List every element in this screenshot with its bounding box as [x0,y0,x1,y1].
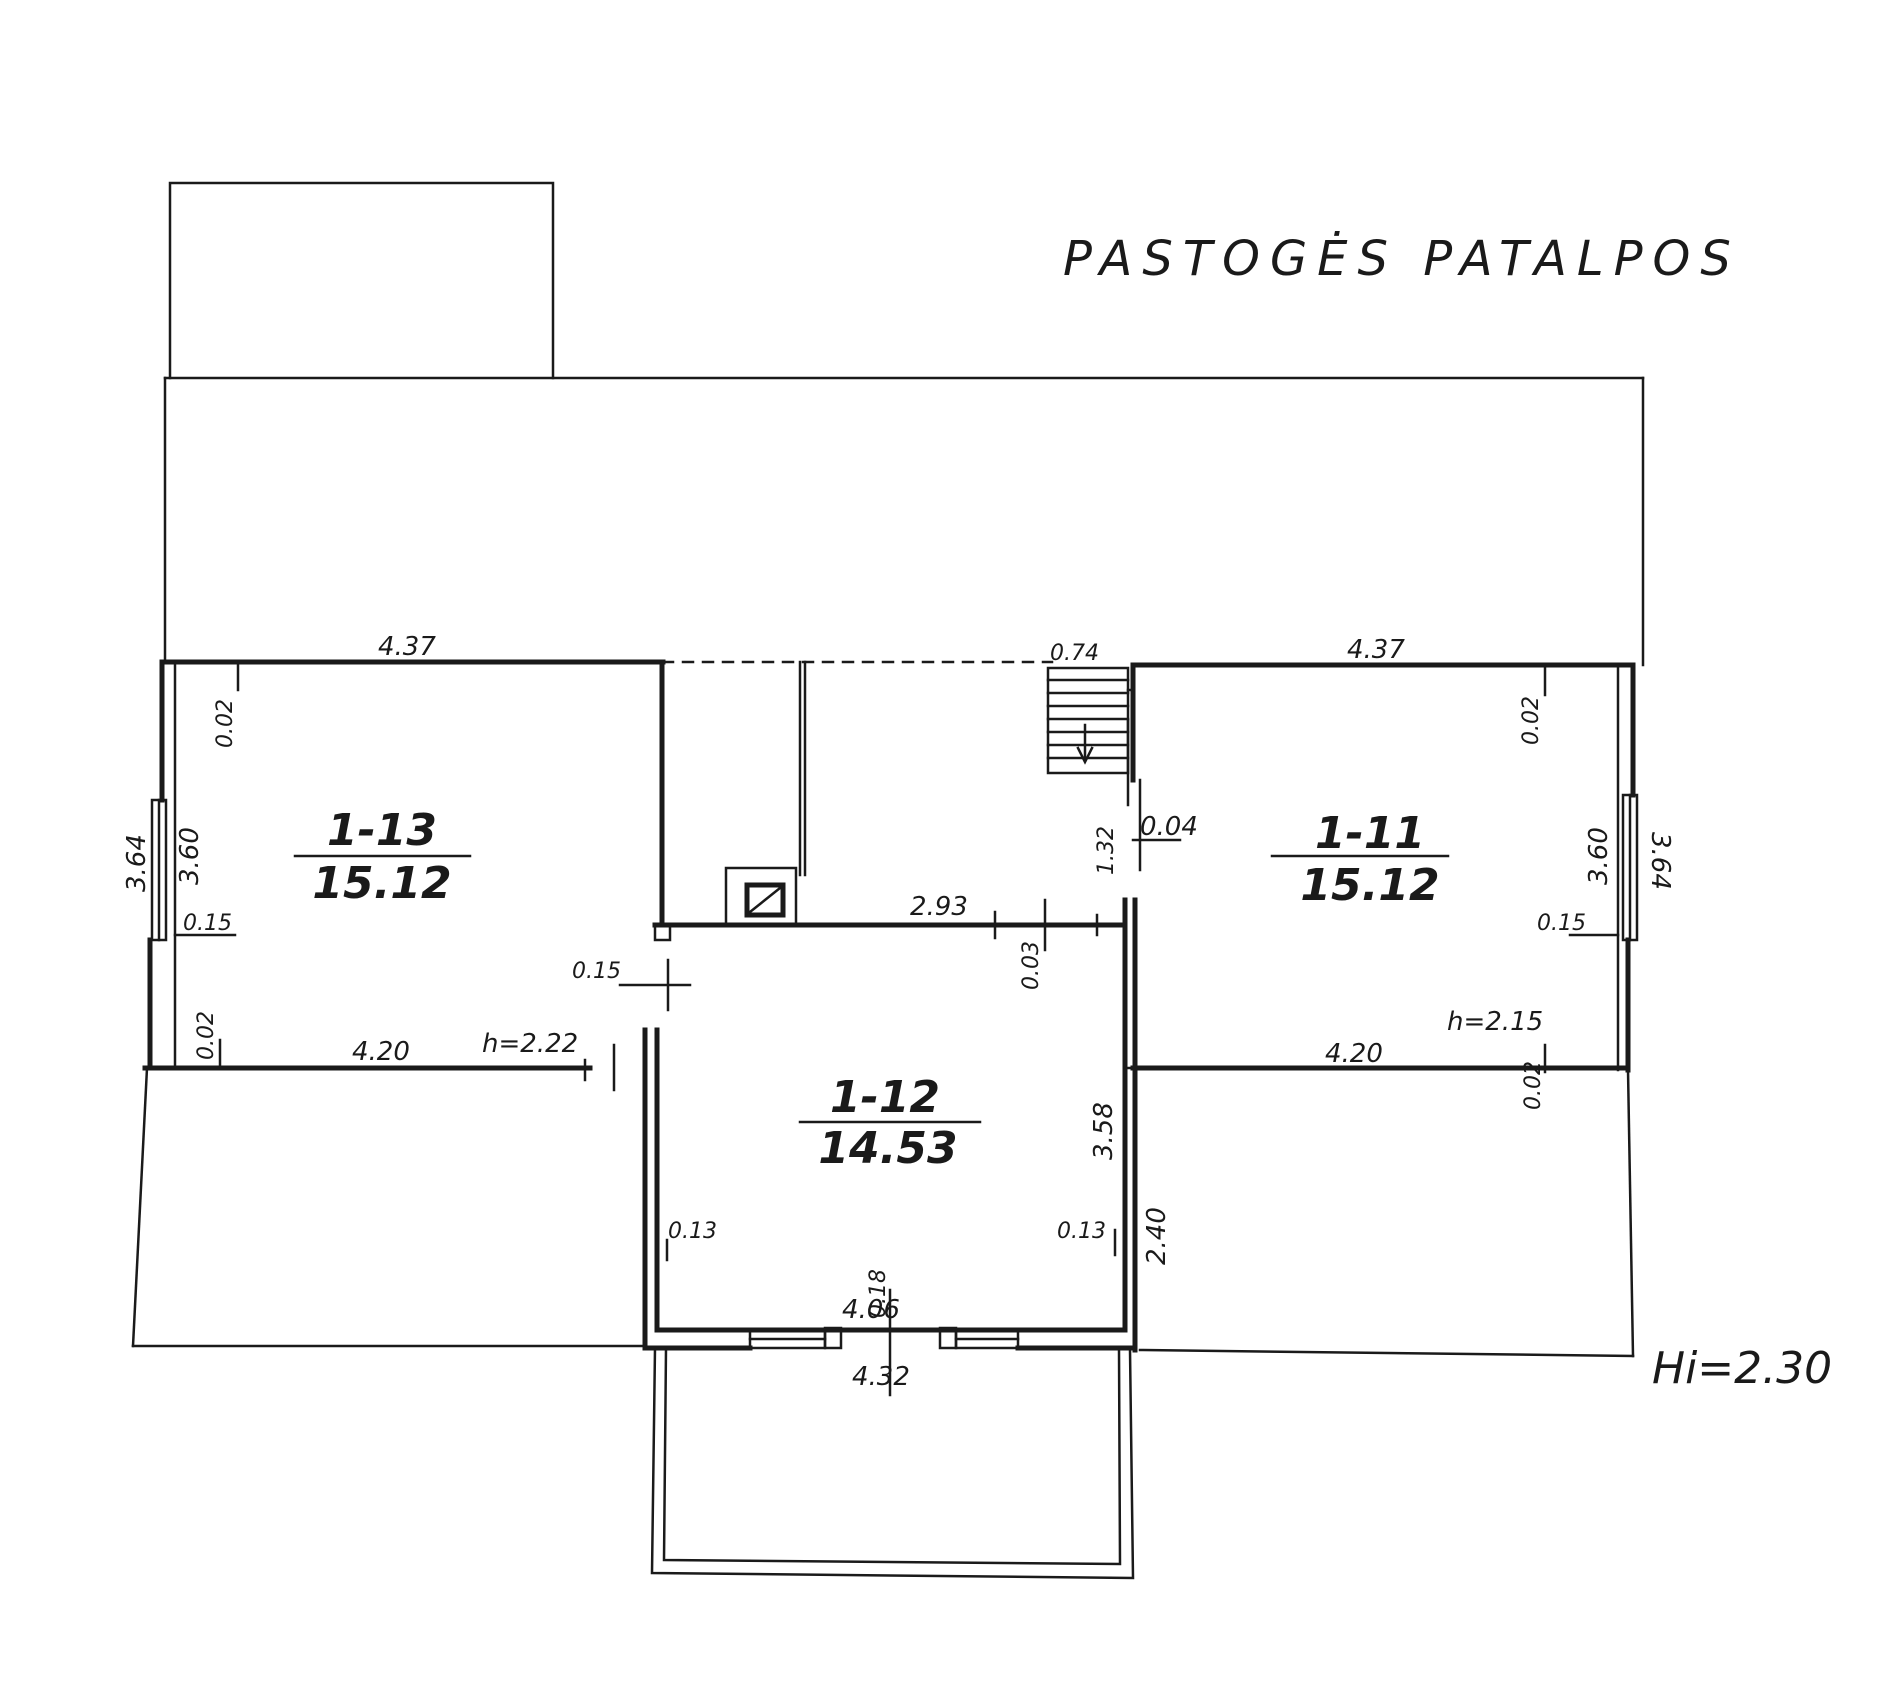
dim-room12-inner-bottom: 4.06 [842,1295,900,1325]
dim-stair-wall: 0.04 [1140,812,1198,842]
dim-room13-wall-top: 0.02 [213,699,238,748]
dim-corridor-wall: 0.15 [572,959,621,984]
dim-room12-outer-bottom: 4.32 [852,1362,910,1392]
plan-title: PASTOGĖS PATALPOS [1063,231,1741,287]
outer-outline [131,181,1645,1580]
dim-room13-wall-bottom: 0.02 [194,1011,219,1060]
staircase [1046,666,1182,872]
dim-room12-wall-bottom: 0.18 [866,1269,891,1318]
dim-room12-wall-left: 0.13 [668,1219,717,1244]
room-1-12-id: 1-12 [830,1072,940,1123]
corridor-walls [618,660,1054,1012]
dim-room12-lower-right: 2.40 [1142,1207,1172,1265]
dim-room11-right-outer: 3.64 [1645,832,1675,890]
dim-room11-bottom: 4.20 [1325,1039,1383,1069]
dim-stair-len: 1.32 [1094,826,1119,875]
dim-room13-left-inner: 3.60 [175,827,205,885]
dim-room11-wall-bottom: 0.02 [1521,1061,1546,1110]
dim-room11-right-inner: 3.60 [1584,827,1614,885]
room-1-13-walls [142,659,666,1092]
dim-room11-h: h=2.15 [1447,1007,1543,1037]
room-1-11-id: 1-11 [1315,808,1425,859]
room-1-13-area: 15.12 [312,858,451,909]
room-1-13-id: 1-13 [327,805,437,856]
dim-room13-left-outer: 3.64 [122,834,152,892]
labels: PASTOGĖS PATALPOS 1-13 15.12 1-12 14.53 … [122,231,1832,1394]
dim-room12-top: 2.93 [910,892,968,922]
dim-room12-right: 3.58 [1089,1102,1119,1160]
dim-room11-wall-top: 0.02 [1519,696,1544,745]
dim-room13-h: h=2.22 [482,1029,578,1059]
dim-room13-top: 4.37 [378,632,436,662]
room-1-11-walls [1130,662,1639,1074]
dim-room11-wall-mid: 0.15 [1537,911,1586,936]
dim-room12-wall-right: 0.13 [1057,1219,1106,1244]
height-note: Hi=2.30 [1652,1343,1832,1394]
dim-room13-wall-mid: 0.15 [183,911,232,936]
dim-room12-wall-top: 0.03 [1019,941,1044,990]
dim-room13-bottom: 4.20 [352,1037,410,1067]
dim-room11-top: 4.37 [1347,635,1405,665]
room-1-12-area: 14.53 [818,1123,957,1174]
room-1-11-area: 15.12 [1300,860,1439,911]
room-1-12-walls [642,897,1630,1397]
dim-stair-width: 0.74 [1050,641,1099,666]
